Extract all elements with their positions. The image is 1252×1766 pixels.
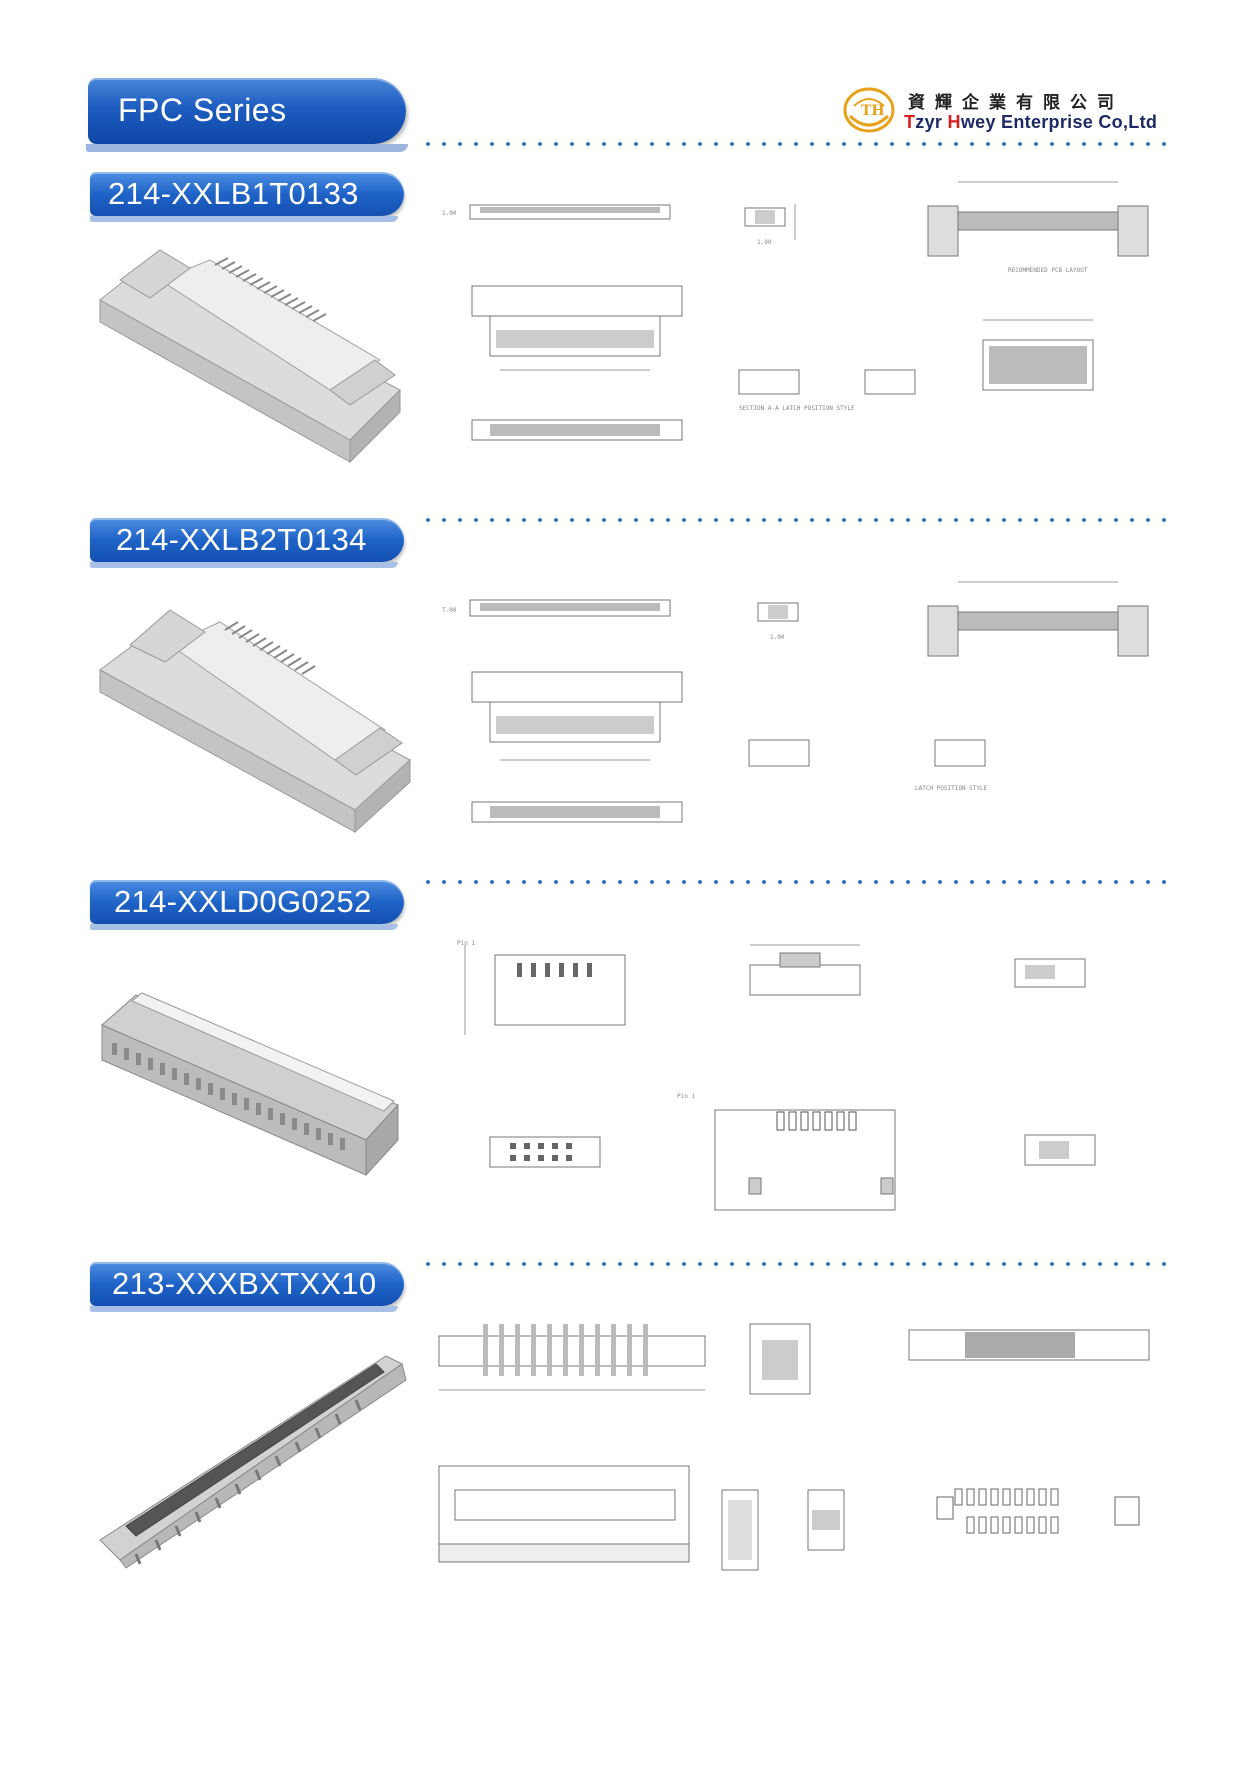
connector-drawing-top-view: Pin 1 [457,940,626,1035]
part-number: 214-XXLB2T0134 [116,522,367,557]
connector-drawing-section [1014,958,1086,988]
connector-drawing-side-view: 1.00 [744,204,796,246]
series-title: FPC Series [118,92,287,128]
svg-text:RECOMMENDED PCB LAYOUT: RECOMMENDED PCB LAYOUT [1008,267,1088,274]
connector-drawing-pcb-layout: RECOMMENDED PCB LAYOUT [927,181,1149,274]
connector-drawing-front-view [438,1465,690,1563]
series-title-banner: FPC Series [86,78,408,152]
svg-text:1.00: 1.00 [442,210,457,217]
part-label-4: 213-XXXBXTXX10 [90,1262,404,1312]
connector-drawing-footprint [936,1488,1140,1534]
connector-3d-render [99,249,401,464]
connector-drawing-front-view [471,285,683,441]
connector-drawing-pcb-layout [927,581,1149,657]
part-label-2: 214-XXLB2T0134 [90,518,404,568]
connector-drawing-pcb-layout [908,1329,1150,1361]
connector-drawing-side-view: 1.00 [757,602,799,641]
section-divider [420,1262,1168,1266]
svg-text:1.00: 1.00 [770,634,785,641]
svg-text:LATCH POSITION STYLE: LATCH POSITION STYLE [915,785,988,792]
connector-drawing-detail [807,1489,845,1551]
company-name-english: Tzyr Hwey Enterprise Co,Ltd [904,112,1158,132]
svg-text:SECTION A-A LATCH POSITION S: SECTION A-A LATCH POSITION STYLE [739,405,855,412]
tzyr-hwey-logo-icon: TH [843,87,895,133]
connector-drawing-footprint [982,319,1094,391]
section-divider [420,880,1168,884]
part-number: 214-XXLB1T0133 [108,176,359,211]
company-name-chinese: 資輝企業有限公司 [908,93,1124,113]
part-label-1: 214-XXLB1T0133 [90,172,404,222]
connector-drawing-section: SECTION A-A LATCH POSITION STYLE [738,369,916,412]
connector-drawing-detail [1024,1134,1096,1166]
connector-drawing-top-view: 1.00 [442,204,671,220]
connector-drawing-pcb-layout: Pin 1 [677,1093,896,1211]
connector-3d-render [99,1355,407,1569]
connector-drawing-front-view [471,671,683,823]
section-divider [420,518,1168,522]
connector-drawing-top-view [438,1324,706,1391]
connector-drawing-side-view [749,1323,811,1395]
connector-drawing-section: LATCH POSITION STYLE [748,739,988,792]
part-number: 213-XXXBXTXX10 [112,1266,377,1301]
svg-text:Pin 1: Pin 1 [457,940,475,947]
connector-drawing-side-view [749,944,861,996]
connector-drawing-top-view: T.00 [442,599,671,617]
header-divider [420,142,1168,146]
svg-text:Pin 1: Pin 1 [677,1093,695,1100]
part-number: 214-XXLD0G0252 [114,884,372,919]
connector-3d-render [101,992,399,1177]
svg-text:TH: TH [861,103,885,119]
connector-3d-render [99,609,411,834]
connector-drawing-end-view [721,1489,759,1571]
part-label-3: 214-XXLD0G0252 [90,880,404,930]
connector-drawing-front-view [489,1136,601,1168]
svg-text:T.00: T.00 [442,607,457,614]
svg-text:1.00: 1.00 [757,239,772,246]
